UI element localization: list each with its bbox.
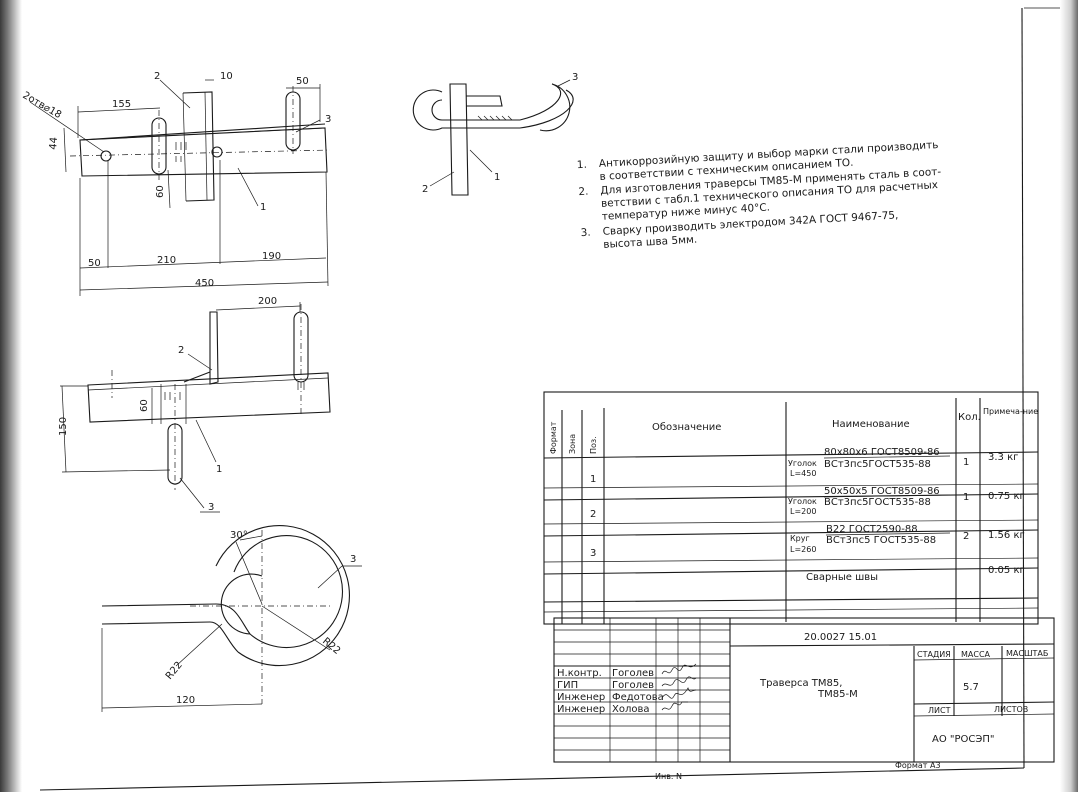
row1-length: L=450 [790, 469, 816, 478]
dim-190: 190 [262, 251, 281, 262]
detail-leader-pos-1: 1 [494, 172, 500, 183]
stage-label: СТАДИЯ [917, 650, 951, 659]
row3-pos: 3 [590, 548, 596, 559]
dim-155: 155 [112, 99, 131, 110]
row2-pos: 2 [590, 509, 596, 520]
doc-number: 20.0027 15.01 [804, 632, 877, 643]
row1-prefix: Уголок [788, 459, 817, 468]
detail-view: 3 1 2 [412, 72, 578, 196]
title-block: Н.контр. Гоголев ГИП Гоголев Инженер Фед… [553, 617, 1055, 763]
sheets-label: ЛИСТОВ [994, 705, 1028, 714]
row3-name-top: В22 ГОСТ2590-88 [826, 524, 918, 535]
hdr-qty: Кол. [958, 412, 981, 423]
dim-10: 10 [220, 71, 233, 82]
row1-name-bottom: ВСт3пс5ГОСТ535-88 [824, 459, 931, 470]
inv-label: Инв. N [655, 772, 682, 781]
hdr-designation: Обозначение [652, 422, 721, 433]
hook-angle: 30° [230, 530, 248, 541]
general-notes: 1. Антикоррозийную защиту и выбор марки … [577, 139, 942, 251]
dim-150: 150 [58, 417, 69, 436]
dim-450: 450 [195, 278, 214, 289]
organization: АО "РОСЭП" [932, 734, 994, 745]
top-view: 155 10 50 44 60 50 210 190 450 2отв⌀18 2… [21, 71, 331, 296]
dim-50-top: 50 [296, 76, 309, 87]
hook-r22-right: R22 [320, 636, 342, 657]
hook-r22-left: R22 [164, 660, 185, 682]
row2-qty: 1 [963, 492, 969, 503]
row3-qty: 2 [963, 531, 969, 542]
row2-name-top: 50x50x5 ГОСТ8509-86 [824, 486, 940, 497]
note-2-num: 2. [578, 186, 589, 199]
note-3-line-2: высота шва 5мм. [603, 234, 698, 251]
row2-prefix: Уголок [788, 497, 817, 506]
dim-60: 60 [155, 185, 166, 198]
note-3-num: 3. [580, 227, 591, 240]
row3-note: 1.56 кг [988, 530, 1025, 541]
specification-table: Формат Зона Поз. Обозначение Наименовани… [543, 391, 1039, 625]
row4-name: Сварные швы [806, 572, 878, 583]
row1-qty: 1 [963, 457, 969, 468]
role-3: Инженер [557, 692, 605, 703]
dim-210: 210 [157, 255, 176, 266]
leader-pos-3: 3 [325, 114, 331, 125]
side-view: 200 60 150 2 1 3 [58, 296, 331, 513]
dim-200: 200 [258, 296, 277, 307]
drawing-frame [39, 7, 1060, 791]
hook-dim-120: 120 [176, 695, 195, 706]
side-leader-pos-2: 2 [178, 345, 184, 356]
dim-50: 50 [88, 258, 101, 269]
row2-length: L=200 [790, 507, 816, 516]
title-line-2: ТМ85-М [817, 689, 858, 700]
hdr-zone: Зона [568, 434, 577, 454]
row1-note: 3.3 кг [988, 452, 1018, 463]
person-3: Федотова [612, 692, 664, 703]
mass-value: 5.7 [963, 682, 979, 693]
row4-note: 0.05 кг [988, 565, 1025, 576]
sheet-footer: Формат А3 Инв. N [655, 761, 941, 781]
row2-note: 0.75 кг [988, 491, 1025, 502]
person-1: Гоголев [612, 668, 654, 679]
leader-pos-1: 1 [260, 202, 266, 213]
hdr-format: Формат [549, 421, 558, 454]
scale-label: МАСШТАБ [1006, 649, 1048, 658]
note-1-num: 1. [577, 159, 588, 172]
hook-leader-pos-3: 3 [350, 554, 356, 565]
row3-prefix: Круг [790, 534, 810, 543]
mass-label: МАССА [961, 650, 991, 659]
row3-name-bottom: ВСт3пс5 ГОСТ535-88 [826, 535, 936, 546]
sheet-label: ЛИСТ [928, 706, 951, 715]
dim-holes: 2отв⌀18 [21, 90, 64, 121]
signatures [661, 663, 697, 711]
side-leader-pos-1: 1 [216, 464, 222, 475]
scan-shadow-left [0, 0, 22, 792]
side-leader-pos-3: 3 [208, 502, 214, 513]
row2-name-bottom: ВСт3пс5ГОСТ535-88 [824, 497, 931, 508]
hdr-name: Наименование [832, 419, 910, 430]
row1-name-top: 80x80x6 ГОСТ8509-86 [824, 447, 940, 458]
title-line-1: Траверса ТМ85, [759, 678, 842, 689]
person-4: Холова [612, 704, 650, 715]
hook-view: 30° R22 R22 120 3 [101, 525, 362, 712]
hdr-note: Примеча-ние [983, 407, 1038, 416]
row1-pos: 1 [590, 474, 596, 485]
leader-pos-2: 2 [154, 71, 160, 82]
role-1: Н.контр. [557, 668, 602, 679]
scan-shadow-right [1060, 0, 1078, 792]
dim-44: 44 [48, 137, 60, 151]
role-2: ГИП [557, 680, 578, 691]
format-label: Формат А3 [895, 761, 941, 770]
dim-60-side: 60 [139, 399, 150, 412]
person-2: Гоголев [612, 680, 654, 691]
hdr-pos: Поз. [589, 436, 598, 454]
detail-leader-pos-2: 2 [422, 184, 428, 195]
role-4: Инженер [557, 704, 605, 715]
row3-length: L=260 [790, 545, 816, 554]
detail-leader-pos-3: 3 [572, 72, 578, 83]
